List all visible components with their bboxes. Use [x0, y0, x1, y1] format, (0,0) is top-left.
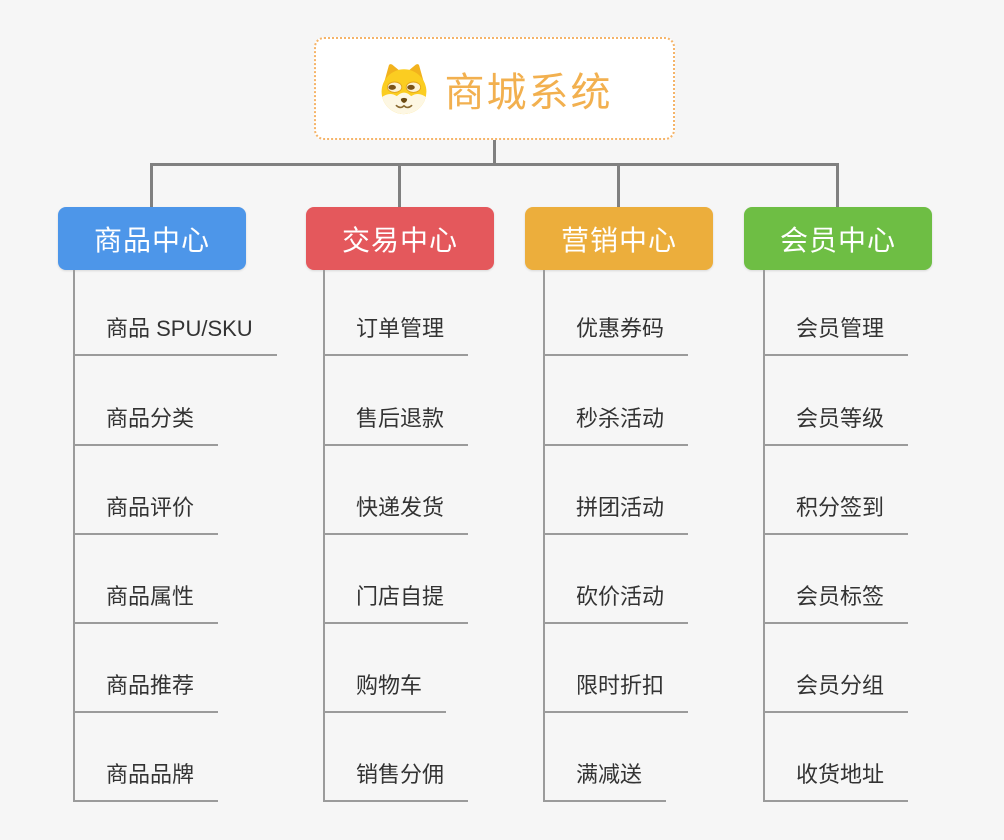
shiba-dog-icon	[377, 63, 431, 115]
branch-node-member[interactable]: 会员中心	[744, 207, 932, 270]
mindmap-node[interactable]: 售后退款	[323, 402, 469, 446]
mindmap-node[interactable]: 满减送	[543, 758, 667, 802]
branch-label: 交易中心	[341, 224, 458, 256]
mindmap-node[interactable]: 快递发货	[323, 491, 469, 535]
connector-line	[398, 163, 401, 208]
mindmap-node[interactable]: 会员等级	[763, 402, 909, 446]
mindmap-node[interactable]: 商品 SPU/SKU	[73, 312, 277, 356]
branch-node-marketing[interactable]: 营销中心	[525, 207, 713, 270]
branch-column-product: 商品 SPU/SKU 商品分类 商品评价 商品属性 商品推荐 商品品牌	[73, 270, 277, 802]
mindmap-node[interactable]: 限时折扣	[543, 669, 689, 713]
connector-line	[150, 163, 839, 166]
mindmap-node[interactable]: 拼团活动	[543, 491, 689, 535]
root-node[interactable]: 商城系统	[314, 37, 675, 140]
connector-line	[836, 163, 839, 208]
mindmap-node[interactable]: 积分签到	[763, 491, 909, 535]
branch-column-trade: 订单管理 售后退款 快递发货 门店自提 购物车 销售分佣	[323, 270, 469, 802]
branch-node-trade[interactable]: 交易中心	[306, 207, 494, 270]
mindmap-node[interactable]: 商品属性	[73, 580, 219, 624]
mindmap-node[interactable]: 商品评价	[73, 491, 219, 535]
mindmap-node[interactable]: 购物车	[323, 669, 447, 713]
branch-node-product[interactable]: 商品中心	[58, 207, 246, 270]
branch-column-marketing: 优惠券码 秒杀活动 拼团活动 砍价活动 限时折扣 满减送	[543, 270, 689, 802]
mindmap-node[interactable]: 会员分组	[763, 669, 909, 713]
branch-label: 商品中心	[93, 224, 210, 256]
mindmap-node[interactable]: 销售分佣	[323, 758, 469, 802]
mindmap-node[interactable]: 门店自提	[323, 580, 469, 624]
mindmap-node[interactable]: 会员标签	[763, 580, 909, 624]
connector-line	[493, 140, 496, 164]
mindmap-node[interactable]: 商品分类	[73, 402, 219, 446]
root-title: 商城系统	[444, 70, 613, 115]
connector-line	[150, 163, 153, 208]
mindmap-node[interactable]: 优惠券码	[543, 312, 689, 356]
mindmap-node[interactable]: 商品推荐	[73, 669, 219, 713]
mindmap-node[interactable]: 砍价活动	[543, 580, 689, 624]
branch-label: 会员中心	[779, 224, 896, 256]
mindmap-node[interactable]: 商品品牌	[73, 758, 219, 802]
mindmap-node[interactable]: 订单管理	[323, 312, 469, 356]
connector-line	[617, 163, 620, 208]
mindmap-node[interactable]: 会员管理	[763, 312, 909, 356]
mindmap-node[interactable]: 秒杀活动	[543, 402, 689, 446]
branch-label: 营销中心	[560, 224, 677, 256]
branch-column-member: 会员管理 会员等级 积分签到 会员标签 会员分组 收货地址	[763, 270, 909, 802]
mindmap-node[interactable]: 收货地址	[763, 758, 909, 802]
